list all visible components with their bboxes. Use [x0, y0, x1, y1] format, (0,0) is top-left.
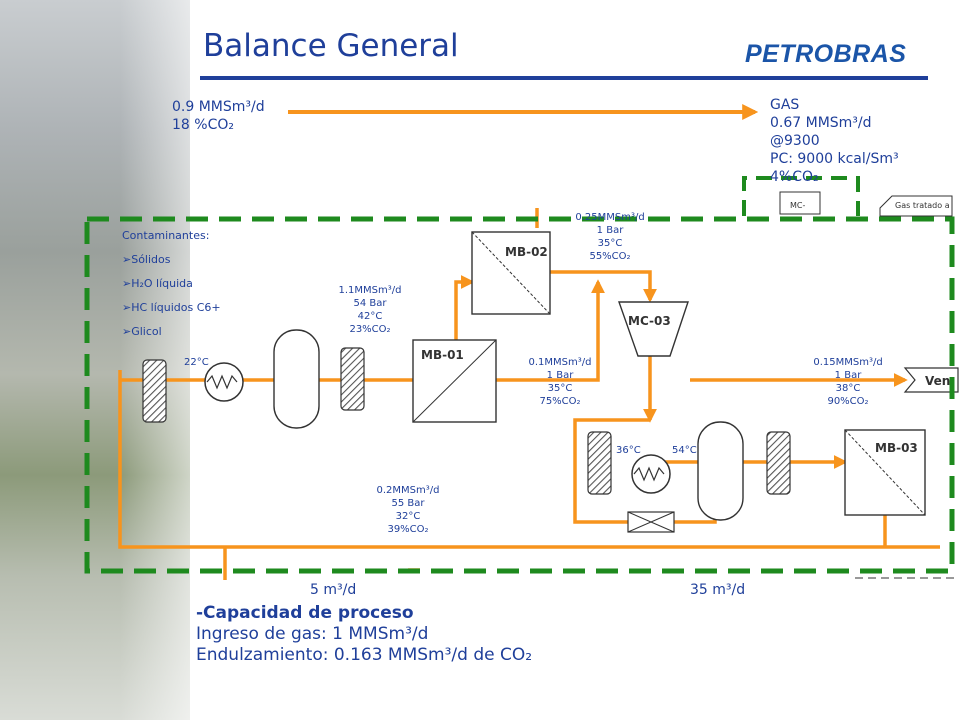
separator-vessel-1: [273, 329, 320, 429]
feed-rate: 0.9 MMSm³/d: [172, 99, 265, 115]
filter-3: [587, 431, 612, 495]
mb-02-label: MB-02: [505, 245, 548, 259]
capacity-sweetening: Endulzamiento: 0.163 MMSm³/d de CO₂: [196, 645, 533, 665]
contaminants-heading: Contaminantes:: [122, 229, 210, 242]
capacity-gas-intake: Ingreso de gas: 1 MMSm³/d: [196, 624, 429, 644]
temperature-inlet: 22°C: [184, 357, 209, 368]
contaminant-item: ➢H₂O líquida: [122, 277, 193, 290]
gas-product-label: GAS 0.67 MMSm³/d @9300 PC: 9000 kcal/Sm³…: [770, 96, 899, 186]
partial-text-left: 5 m³/d: [310, 582, 357, 598]
slide-title: Balance General: [203, 28, 459, 64]
mc-unit-box: [779, 191, 821, 215]
mb01-permeate-line: [496, 279, 605, 382]
contaminants-list: Contaminantes: ➢Sólidos ➢H₂O líquida ➢HC…: [122, 224, 221, 344]
mb-01-label: MB-01: [421, 348, 464, 362]
vent-tag: [903, 367, 959, 393]
filter-1: [142, 359, 167, 423]
recycle-line: [573, 418, 650, 462]
mc-03-label: MC-03: [628, 314, 671, 328]
filter-4: [766, 431, 791, 495]
background-fade: [120, 0, 240, 720]
gas-heading: GAS: [770, 97, 800, 113]
gas-co2: 4%CO₂: [770, 169, 819, 185]
mb-03-label: MB-03: [875, 441, 918, 455]
mb01-to-mb02-line: [454, 275, 475, 343]
gas-tratado-label: Gas tratado a: [895, 201, 950, 210]
title-underline: [200, 76, 928, 80]
temperature-exchanger-in: 36°C: [616, 445, 641, 456]
gas-tratado-tag: [879, 195, 953, 217]
feed-gas-label: 0.9 MMSm³/d 18 %CO₂: [172, 98, 265, 134]
mb02-to-mc03-line: [550, 270, 657, 303]
temperature-exchanger-out: 54°C: [672, 445, 697, 456]
capacity-heading: -Capacidad de proceso: [196, 603, 414, 623]
filter-2: [340, 347, 365, 411]
feed-co2: 18 %CO₂: [172, 117, 234, 133]
process-boundary-dashed: [84, 216, 955, 574]
inlet-line: [118, 370, 940, 549]
gas-calorific-value: PC: 9000 kcal/Sm³: [770, 151, 899, 167]
gas-pressure: @9300: [770, 133, 820, 149]
partial-text-right: 35 m³/d: [690, 582, 746, 598]
mc-unit-label: MC-: [790, 201, 805, 210]
contaminant-item: ➢Glicol: [122, 325, 162, 338]
vent-label: Ven: [925, 374, 950, 388]
capacity-block: -Capacidad de proceso Ingreso de gas: 1 …: [196, 603, 532, 666]
contaminant-item: ➢HC líquidos C6+: [122, 301, 221, 314]
contaminant-item: ➢Sólidos: [122, 253, 171, 266]
mc-03-compressor: [618, 301, 689, 357]
petrobras-logo: PETROBRAS: [745, 40, 907, 68]
separator-vessel-2: [697, 421, 744, 521]
gas-rate: 0.67 MMSm³/d: [770, 115, 872, 131]
